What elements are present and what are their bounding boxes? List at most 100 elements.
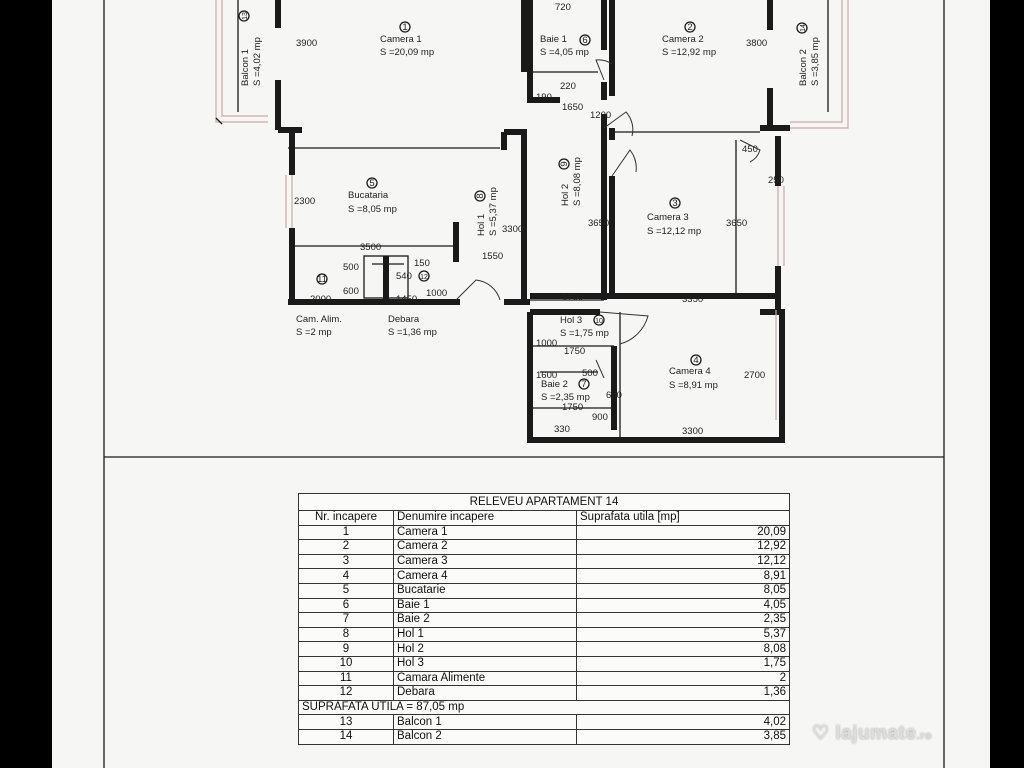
heart-icon: ♡ — [812, 723, 830, 744]
cell-name: Camera 1 — [393, 524, 577, 541]
dim-label: 2700 — [744, 370, 765, 381]
dim-label: 1600 — [536, 370, 557, 381]
balcony-2 — [790, 0, 849, 129]
room-camera-2: 2 Camera 2 S =12,92 mp — [662, 21, 716, 58]
cell-area: 4,02 — [576, 714, 790, 730]
cell-nr: 13 — [298, 714, 394, 730]
watermark-text: lajumate — [835, 723, 917, 744]
dim-label: 3350 — [682, 294, 703, 305]
cell-area: 12,12 — [576, 553, 790, 570]
table-total: SUPRAFATA UTILA = 87,05 mp — [298, 699, 790, 716]
room-area: S =8,08 mp — [572, 157, 583, 206]
cell-nr: 9 — [298, 641, 394, 657]
room-name: Baie 1 — [540, 34, 567, 45]
room-number: 5 — [369, 178, 374, 189]
room-name: Baie 2 — [541, 379, 568, 390]
room-name: Debara — [388, 314, 420, 325]
cell-name: Camara Alimente — [393, 670, 577, 687]
dim-label: 2000 — [310, 294, 331, 305]
room-area: S =4,02 mp — [252, 37, 263, 86]
dim-label: 540 — [396, 271, 412, 282]
cell-area: 1,75 — [576, 655, 790, 672]
room-name: Bucataria — [348, 190, 389, 201]
dim-label: 250 — [768, 175, 784, 186]
cell-area: 12,92 — [576, 539, 790, 555]
col-header-nr: Nr. incapere — [298, 510, 394, 526]
cell-name: Hol 2 — [393, 641, 577, 657]
room-debara: 12 Debara S =1,36 mp — [388, 270, 437, 338]
cell-nr: 6 — [298, 597, 394, 614]
room-bucatarie: 5 Bucataria S =8,05 mp — [348, 177, 397, 215]
room-number: 6 — [582, 35, 587, 46]
dim-label: 600 — [343, 286, 359, 297]
room-number: 2 — [687, 22, 692, 33]
room-area: S =8,91 mp — [669, 380, 718, 391]
room-baie-2: 7 Baie 2 S =2,35 mp — [541, 378, 590, 403]
cell-nr: 11 — [298, 670, 394, 687]
cell-area: 5,37 — [576, 626, 790, 643]
table-header-row: Nr. incapere Denumire incapere Suprafata… — [298, 510, 790, 526]
dim-label: 3900 — [296, 38, 317, 49]
cell-area: 3,85 — [576, 728, 790, 745]
room-number: 3 — [672, 198, 677, 209]
dim-label: 450 — [742, 144, 758, 155]
table-title-row: RELEVEU APARTAMENT 14 — [298, 493, 790, 511]
room-area: S =8,05 mp — [348, 204, 397, 215]
dim-label: 1450 — [396, 294, 417, 305]
dim-label: 3500 — [360, 242, 381, 253]
cell-name: Hol 1 — [393, 626, 577, 643]
dim-label: 1750 — [562, 402, 583, 413]
dim-label: 500 — [582, 368, 598, 379]
room-area: S =12,92 mp — [662, 47, 716, 58]
dim-label: 2300 — [294, 196, 315, 207]
room-number: 8 — [475, 193, 486, 198]
cell-nr: 4 — [298, 568, 394, 584]
room-hol-3: 10 Hol 3 S =1,75 mp — [560, 314, 609, 339]
room-number: 12 — [420, 274, 428, 281]
col-header-name: Denumire incapere — [393, 510, 577, 526]
room-camera-4: 4 Camera 4 S =8,91 mp — [669, 354, 718, 391]
room-number: 14 — [800, 24, 807, 32]
room-number: 9 — [559, 161, 570, 166]
room-name: Balcon 2 — [798, 49, 809, 86]
dim-label: 1000 — [426, 288, 447, 299]
room-name: Balcon 1 — [240, 49, 251, 86]
cell-nr: 1 — [298, 524, 394, 541]
dim-label: 1650 — [562, 102, 583, 113]
room-balcon-2: Balcon 2 S =3,85 mp 14 — [796, 22, 821, 86]
room-name: Camera 2 — [662, 34, 704, 45]
dim-label: 220 — [560, 81, 576, 92]
walls — [275, 0, 790, 443]
room-name: Hol 1 — [476, 214, 487, 236]
watermark-logo: ♡ lajumate.ro — [812, 722, 932, 745]
dim-label: 3800 — [746, 38, 767, 49]
room-area: S =2 mp — [296, 327, 332, 338]
cell-name: Baie 2 — [393, 612, 577, 628]
room-area: S =4,05 mp — [540, 47, 589, 58]
dim-label: 190 — [536, 92, 552, 103]
room-hol-2: Hol 2 S =8,08 mp 9 — [558, 157, 583, 206]
dim-label: 500 — [343, 262, 359, 273]
cell-area: 8,08 — [576, 641, 790, 657]
dim-label: 720 — [555, 2, 571, 13]
dimension-labels: 3900 720 3800 220 190 1650 1200 450 250 … — [294, 2, 784, 437]
cell-nr: 12 — [298, 685, 394, 701]
watermark-suffix: .ro — [916, 730, 932, 742]
table-title: RELEVEU APARTAMENT 14 — [298, 493, 790, 511]
dim-label: 1000 — [536, 338, 557, 349]
dim-label: 600 — [606, 390, 622, 401]
room-name: Camera 1 — [380, 34, 422, 45]
cell-nr: 2 — [298, 539, 394, 555]
cell-name: Bucatarie — [393, 582, 577, 599]
